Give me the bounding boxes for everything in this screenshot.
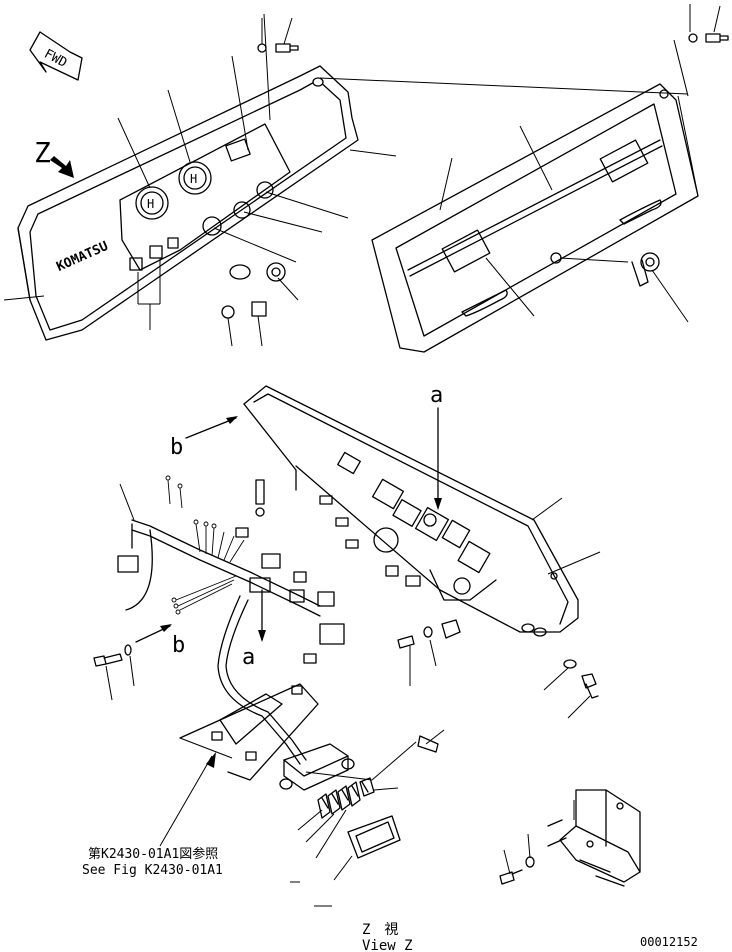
wiring-harness: a b <box>82 475 599 907</box>
view-z-panel-assembly: a b <box>170 383 601 639</box>
instrument-panel-rear <box>319 4 729 353</box>
svg-text:H: H <box>147 197 154 211</box>
view-caption: Z 視 View Z <box>362 922 413 952</box>
svg-text:H: H <box>190 172 197 186</box>
reference-jp: 第K2430-01A1図参照 <box>88 846 218 862</box>
arrow-label-a-top: a <box>430 383 443 408</box>
fwd-label: FWD <box>42 47 70 71</box>
fwd-direction-marker: FWD <box>29 31 83 81</box>
view-letter-z: Z <box>34 136 51 169</box>
mounting-bracket <box>499 789 641 887</box>
figure-number: 00012152 <box>640 935 698 949</box>
arrow-label-b-bottom: b <box>172 633 185 658</box>
brand-text: KOMATSU <box>54 239 110 275</box>
view-caption-jp: Z 視 <box>362 922 398 938</box>
arrow-label-b-top: b <box>170 435 183 460</box>
view-caption-en: View Z <box>362 938 413 952</box>
reference-en: See Fig K2430-01A1 <box>82 863 223 878</box>
view-z-arrow: Z <box>34 136 74 178</box>
arrow-label-a-bottom: a <box>242 645 255 670</box>
